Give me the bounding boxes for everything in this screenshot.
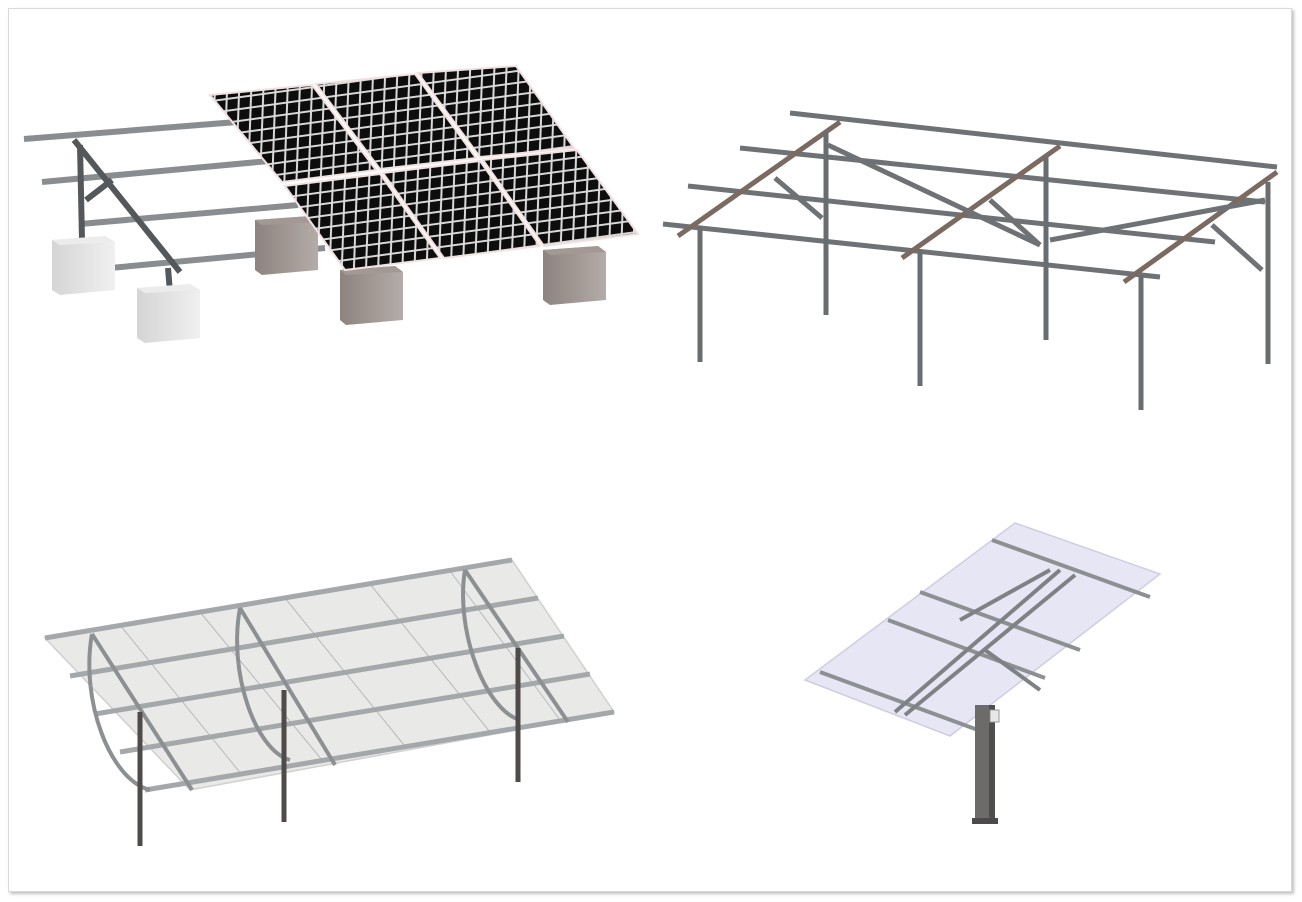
ballast-mount-scene [23,64,640,343]
mount-rails [44,557,615,793]
glass-panel-array [803,522,1162,737]
concrete-block [137,284,200,343]
solar-panel-array [208,64,640,272]
concrete-block [52,236,115,295]
support-pole [972,705,1000,824]
truss-braces [893,568,1077,717]
mount-supports [71,138,183,293]
pole-mount-scene [803,522,1162,824]
concrete-block [543,246,606,305]
steel-frame-scene [662,110,1279,410]
curved-strut-scene [43,557,616,846]
support-legs [137,648,521,846]
concrete-block [255,216,318,275]
concrete-block [340,266,403,325]
